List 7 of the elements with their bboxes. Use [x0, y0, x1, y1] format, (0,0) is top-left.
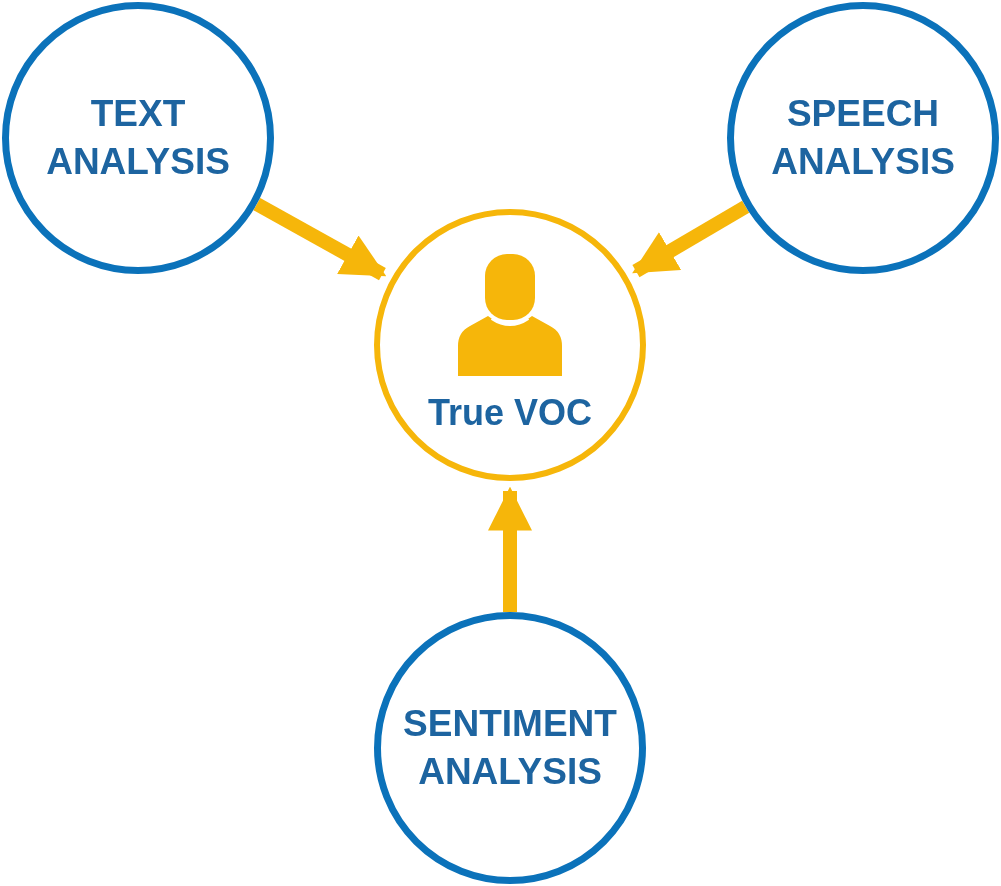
arrow: [488, 486, 532, 612]
node-label: SPEECH ANALYSIS: [770, 91, 956, 184]
node-label: SENTIMENT ANALYSIS: [402, 701, 618, 794]
arrow: [632, 200, 750, 278]
node-label: True VOC: [427, 390, 592, 435]
arrow: [253, 198, 387, 281]
node-label: TEXT ANALYSIS: [45, 91, 231, 184]
